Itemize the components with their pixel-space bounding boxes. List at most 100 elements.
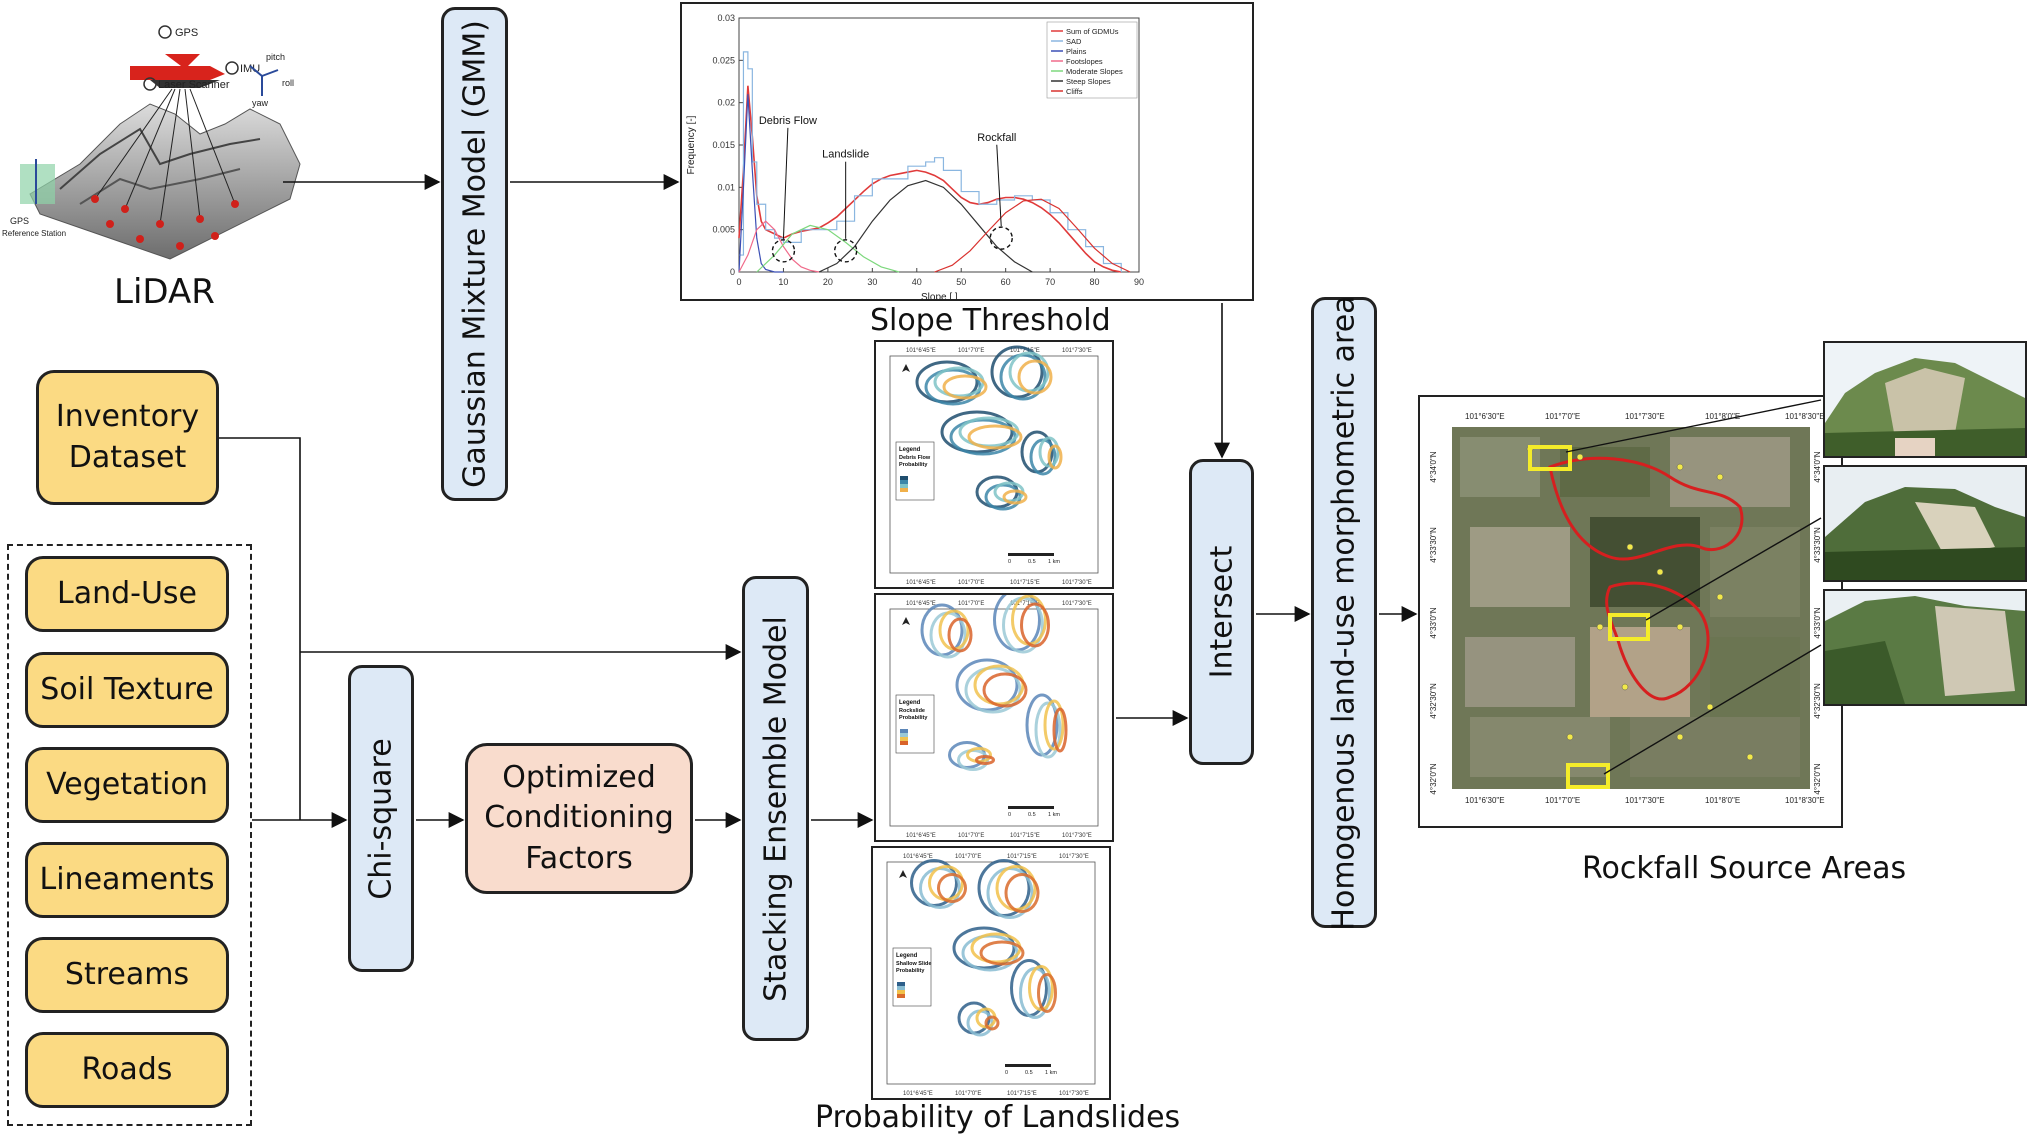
y-tick-label: 0.01	[717, 182, 735, 192]
probability-contour	[1052, 707, 1068, 753]
factor-streams: Streams	[25, 937, 229, 1013]
y-tick-label: 0.005	[712, 225, 735, 235]
land-cover-patch	[1630, 717, 1800, 777]
slope-threshold-caption: Slope Threshold	[870, 303, 1111, 338]
map-tick-label: 101°7'0"E	[955, 854, 981, 860]
factor-soil-texture: Soil Texture	[25, 652, 229, 728]
probability-contour	[979, 940, 1025, 966]
map-tick-label: 101°6'45"E	[903, 1091, 933, 1097]
legend-label: Moderate Slopes	[1066, 67, 1123, 76]
map-legend-swatch	[897, 986, 905, 990]
rockslide-inventory-point	[1676, 733, 1684, 741]
map-legend-swatch	[900, 476, 908, 480]
map-tick-label: 101°7'0"E	[958, 601, 984, 607]
gmm-box: Gaussian Mixture Model (GMM)	[441, 7, 508, 501]
x-tick-label: 60	[1001, 277, 1011, 287]
rockslide-inventory-point	[1566, 733, 1574, 741]
map-legend-subtitle: Rockslide	[899, 708, 925, 714]
map-scale-bar	[1008, 553, 1054, 556]
rockslide-inventory-point	[1596, 623, 1604, 631]
map-legend-swatch	[900, 729, 908, 733]
rockslide-inventory-point	[1706, 703, 1714, 711]
map-tick-label: 101°7'15"E	[1007, 1091, 1037, 1097]
map-inner-frame	[886, 861, 1096, 1085]
probability-contour	[947, 617, 973, 653]
map-legend-subtitle: Shallow Slide	[896, 961, 931, 967]
y-tick-label: 0.015	[712, 140, 735, 150]
land-cover-patch	[1470, 717, 1610, 777]
inventory-dataset-label: Inventory Dataset	[55, 399, 200, 475]
map-legend-swatch	[900, 488, 908, 492]
map-legend-swatch	[900, 741, 908, 745]
map-tick-label: 4°33'30"N	[1429, 527, 1438, 563]
map-legend-subtitle: Probability	[899, 462, 928, 468]
annotation-circle	[833, 239, 858, 263]
rockslide-inventory-point	[1676, 623, 1684, 631]
map-tick-label: 101°7'0"E	[1545, 412, 1580, 421]
probability-contour	[1038, 436, 1060, 468]
map-tick-label: 4°32'0"N	[1429, 763, 1438, 794]
homogenous-area-box: Homogenous land-use morphometric area	[1311, 295, 1377, 930]
map-legend-swatch	[900, 480, 908, 484]
probability-contour	[1004, 873, 1040, 913]
stacking-ensemble-label: Stacking Ensemble Model	[758, 615, 793, 1002]
map-tick-label: 4°32'30"N	[1429, 683, 1438, 719]
legend-box	[1046, 21, 1138, 99]
map-scale-label: 0.5	[1025, 1070, 1033, 1076]
north-arrow-icon	[902, 364, 910, 372]
probability-contour	[1037, 973, 1057, 1013]
factor-land-use: Land-Use	[25, 556, 229, 632]
svg-text:Reference Station: Reference Station	[2, 229, 66, 238]
map-legend-title: Legend	[899, 447, 921, 453]
map-tick-label: 101°6'45"E	[906, 580, 936, 586]
rockslide-inventory-point	[1621, 683, 1629, 691]
map-tick-label: 101°7'0"E	[1545, 796, 1580, 805]
annotation-pointer	[996, 144, 1002, 227]
probability-contour	[952, 926, 1016, 970]
map-tick-label: 101°8'30"E	[1785, 412, 1825, 421]
probability-contour	[1028, 965, 1054, 1011]
chi-square-label: Chi-square	[363, 737, 399, 900]
probability-contour	[1047, 444, 1063, 470]
probability-contour	[975, 755, 995, 765]
map-tick-label: 101°7'0"E	[958, 833, 984, 839]
lidar-label: LiDAR	[114, 272, 215, 312]
map-inner-frame	[889, 355, 1099, 574]
x-tick-label: 0	[736, 277, 741, 287]
series-steep-slopes	[818, 179, 1033, 273]
x-axis-label: Slope [ ]	[921, 292, 958, 299]
x-tick-label: 20	[823, 277, 833, 287]
map-scale-label: 0	[1008, 559, 1011, 565]
land-cover-patch	[1670, 437, 1790, 507]
rockslide-inventory-point	[1656, 568, 1664, 576]
map-tick-label: 101°8'0"E	[1705, 412, 1740, 421]
rockslide-inventory-point	[1746, 753, 1754, 761]
map-tick-label: 101°6'45"E	[906, 348, 936, 354]
map-legend-swatch	[900, 733, 908, 737]
map-tick-label: 101°7'30"E	[1062, 601, 1092, 607]
conditioning-factors-group	[7, 544, 252, 1126]
annotation-circle	[989, 226, 1013, 250]
map-legend-box	[892, 947, 932, 1007]
map-legend-swatch	[900, 484, 908, 488]
north-arrow-icon	[902, 617, 910, 625]
land-cover-patch	[1470, 527, 1570, 607]
legend-label: Plains	[1066, 47, 1087, 56]
probability-contour	[942, 374, 988, 400]
x-tick-label: 40	[912, 277, 922, 287]
svg-text:pitch: pitch	[266, 52, 285, 62]
map-tick-label: 4°34'0"N	[1429, 451, 1438, 482]
map-scale-label: 0	[1005, 1070, 1008, 1076]
svg-text:Laser Scanner: Laser Scanner	[158, 79, 230, 91]
series-sum-of-gdmus	[738, 85, 1122, 273]
svg-text:GPS: GPS	[10, 216, 29, 226]
annotation-circle	[771, 239, 796, 263]
map-legend-title: Legend	[899, 700, 921, 706]
y-tick-label: 0.025	[712, 55, 735, 65]
svg-text:GPS: GPS	[175, 27, 198, 39]
chi-square-box: Chi-square	[348, 665, 414, 972]
map-scale-label: 0.5	[1028, 812, 1036, 818]
